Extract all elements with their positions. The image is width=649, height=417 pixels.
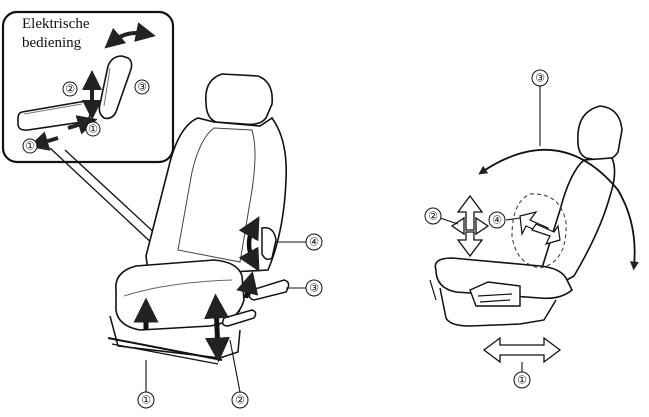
- svg-text:①: ①: [141, 394, 151, 407]
- svg-text:①: ①: [25, 140, 35, 153]
- svg-text:④: ④: [309, 236, 319, 249]
- height-tilt-arrows-icon: [450, 194, 490, 258]
- svg-text:③: ③: [309, 282, 319, 295]
- svg-text:①: ①: [517, 374, 527, 387]
- svg-text:②: ②: [235, 394, 245, 407]
- side-callout-recline: ③: [531, 69, 549, 87]
- lumbar-knob: [261, 227, 277, 261]
- seat-front-view: ④ ③ ① ②: [107, 73, 323, 409]
- inset-callout-recline: ③: [134, 79, 150, 95]
- inset-callout-slide-forward: ①: [85, 121, 101, 137]
- side-callout-lumbar: ④: [488, 211, 506, 229]
- lumbar-arrows-icon: [519, 211, 561, 245]
- inset-callout-slide-back: ①: [22, 138, 38, 154]
- inset-title-line1: Elektrische: [22, 16, 90, 32]
- side-headrest: [577, 105, 623, 162]
- electric-control-inset: Elektrische bediening ① ② ③: [1, 10, 241, 319]
- slide-back-arrow-icon: [28, 131, 59, 151]
- svg-text:①: ①: [88, 123, 98, 136]
- svg-text:④: ④: [492, 214, 502, 227]
- slide-double-arrow-icon: [482, 336, 562, 364]
- svg-text:③: ③: [137, 81, 147, 94]
- svg-text:③: ③: [535, 72, 545, 85]
- recline-switch: [248, 279, 290, 301]
- slide-forward-arrow-icon: [67, 115, 98, 135]
- height-arrow-icon: [204, 293, 230, 363]
- recline-arc-arrow-icon: [478, 149, 639, 271]
- recline-up-arrow-icon: [236, 271, 259, 299]
- svg-text:②: ②: [65, 83, 75, 96]
- svg-text:②: ②: [428, 210, 438, 223]
- inset-title-line2: bediening: [22, 35, 82, 51]
- inset-callout-height: ②: [62, 81, 78, 97]
- headrest: [205, 73, 274, 126]
- side-callout-height: ②: [424, 207, 442, 225]
- side-base: [439, 287, 557, 327]
- callout-height: ②: [231, 391, 249, 409]
- seat-side-view: ③ ② ④ ①: [424, 69, 639, 389]
- side-backrest: [541, 157, 616, 288]
- side-callout-slide: ①: [513, 371, 531, 389]
- seat-rail: [107, 337, 223, 361]
- lumbar-arrow-icon: [238, 216, 260, 272]
- recline-arrow-icon: [104, 22, 156, 49]
- callout-recline: ③: [305, 279, 323, 297]
- callout-lumbar: ④: [305, 233, 323, 251]
- callout-slide: ①: [137, 391, 155, 409]
